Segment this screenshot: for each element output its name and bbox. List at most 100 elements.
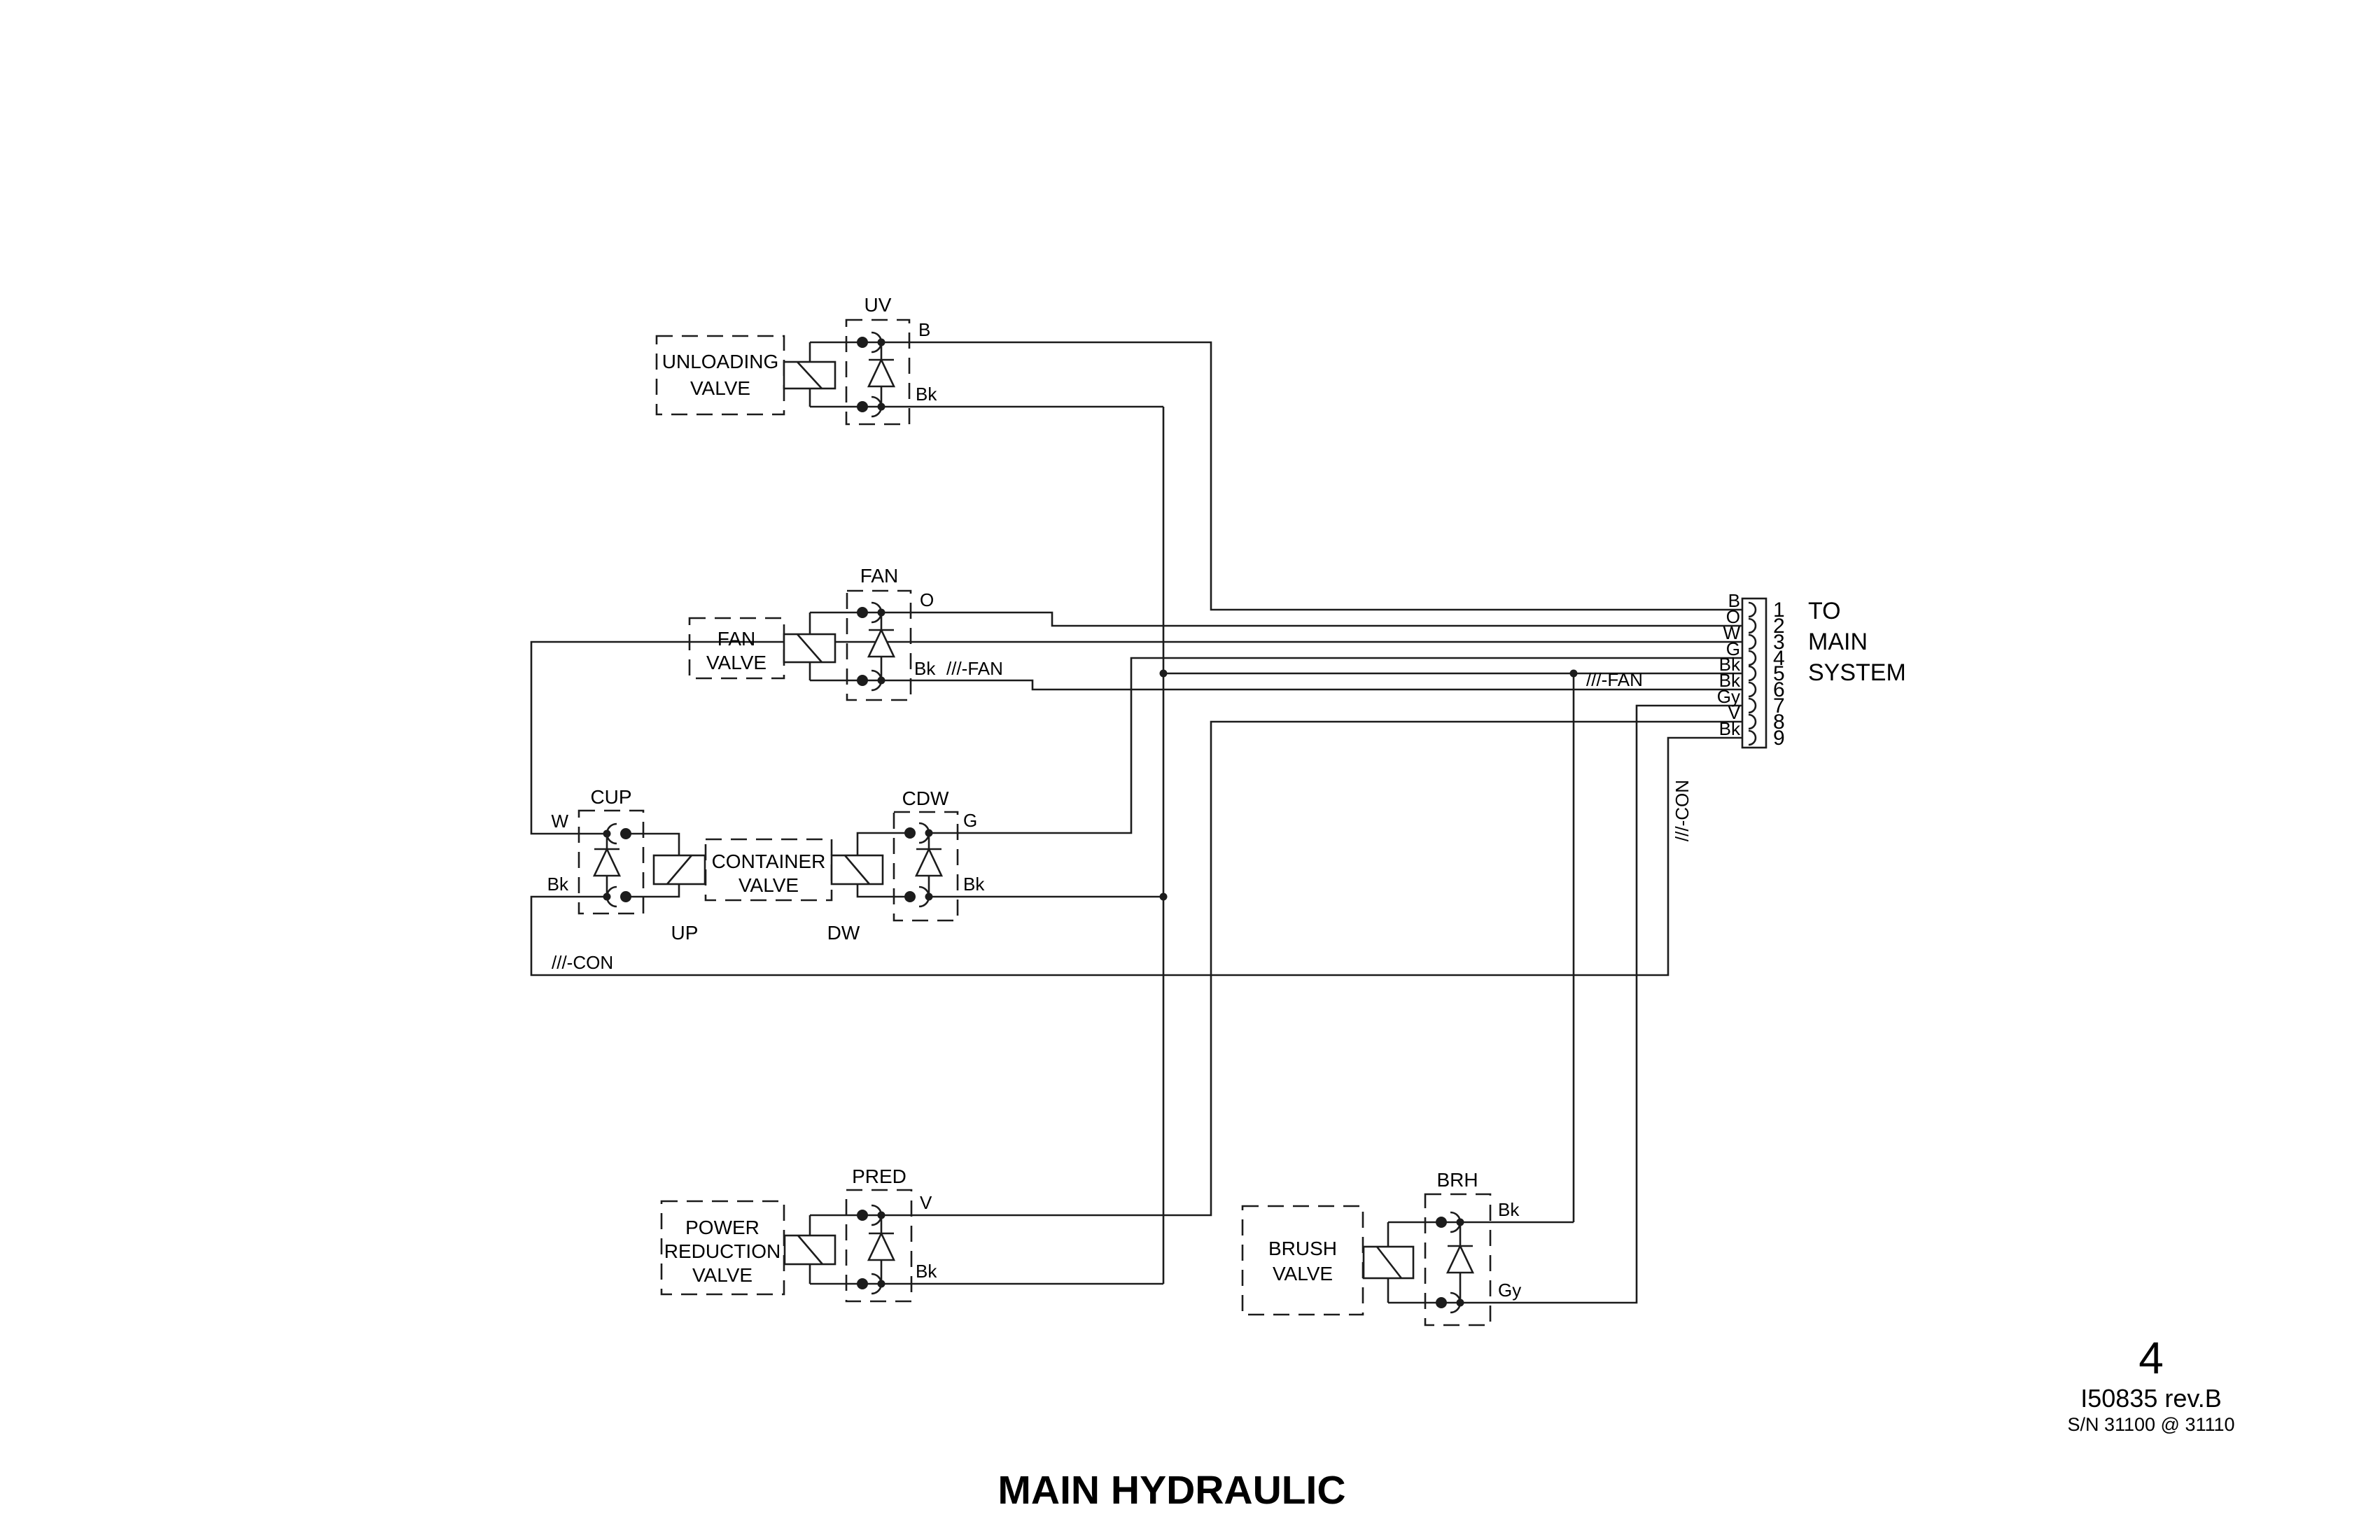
solenoid-diagonal [797,361,822,389]
socket-arc [1748,617,1757,634]
pin-5-number: 5 [1773,662,1785,685]
fan-wire-top-label: O [920,589,934,610]
diode-triangle [867,357,896,388]
pin-8-wire-label: V [1728,702,1741,723]
main-connector-socket-arcs [1748,601,1757,746]
fan-connector-box [846,589,912,701]
pin-6-number: 6 [1773,678,1785,701]
unloading-valve-assembly: UNLOADING VALVE UV B Bk [655,294,937,426]
brush-valve-name-line2: VALVE [1273,1263,1333,1284]
pin-2-wire-label: O [1726,606,1740,627]
destination-line1: TO [1808,598,1841,624]
pin-contact [857,401,868,412]
junction-dot [1456,1218,1464,1226]
diode-icon [867,338,896,411]
junction-dot [925,892,933,901]
fan-valve-name-line2: VALVE [706,652,766,673]
power-reduction-valve-assembly: POWER REDUCTION VALVE PRED V Bk [660,1166,937,1303]
wire-w-net [530,640,1743,835]
socket-arc [1748,650,1757,666]
pin-6-wire-label: Bk [1719,670,1741,691]
solenoid-symbol [783,612,836,680]
cup-connector-box [578,809,645,915]
solenoid-diagonal [666,855,692,885]
socket-arc [1748,729,1757,746]
revision-block: 4 I50835 rev.B S/N 31100 @ 31110 [2067,1333,2234,1435]
pin-7-wire-label: Gy [1717,686,1740,707]
power-reduction-valve-box [660,1200,785,1296]
fan-harness-label-connector: ///-FAN [1586,669,1643,690]
solenoid-diagonal [797,1235,823,1265]
pin-9-wire-label: Bk [1719,718,1741,739]
pin-9-number: 9 [1773,727,1785,750]
socket-arc [1748,681,1757,698]
pin-3-number: 3 [1773,631,1785,654]
socket-arc [1748,697,1757,714]
diode-triangle [867,1231,896,1261]
pin-1-number: 1 [1773,598,1785,622]
destination-line2: MAIN [1808,629,1868,655]
solenoid-symbol [830,854,884,886]
pin-4-number: 4 [1773,647,1785,670]
wire-nets [530,341,1743,1304]
junction-dot [1569,669,1578,678]
fan-valve-name-line1: FAN [718,628,755,650]
pred-wire-bottom-label: Bk [916,1261,937,1282]
unloading-valve-name-line2: VALVE [690,377,750,399]
serial-range: S/N 31100 @ 31110 [2067,1414,2234,1435]
cdw-wire-bottom-label: Bk [963,874,985,895]
junction-dot [925,829,933,837]
cdw-wire-top-label: G [963,810,977,831]
container-valve-name-line2: VALVE [738,874,799,896]
junction-dot [877,1280,886,1288]
pin-contact [857,607,868,618]
junction-dot [877,608,886,617]
container-valve-assembly: CUP W Bk UP CONTAINER VALVE [547,786,986,973]
power-reduction-name-line2: REDUCTION [664,1240,780,1262]
socket-arc [1748,634,1757,650]
connector-pin-icon [857,331,883,418]
brush-valve-name-line1: BRUSH [1268,1238,1337,1259]
cup-pin-wire-bottom [626,884,680,898]
solenoid-symbol [652,854,706,886]
solenoid-diagonal [797,634,822,663]
diode-triangle [592,846,622,877]
socket-arc [1748,713,1757,730]
solenoid-symbol [783,342,836,407]
diode-icon [867,608,896,685]
solenoid-symbol [1362,1222,1415,1303]
cdw-pin-wire-top [856,832,910,855]
wire-con-net [530,736,1743,976]
cup-pin-wire-top [626,832,680,855]
socket-arc [1748,665,1757,682]
dw-solenoid-label: DW [827,922,860,944]
page-title: MAIN HYDRAULIC [997,1468,1345,1513]
junction-dot [877,1211,886,1219]
junction-dot [603,830,611,838]
connector-pin-icon [857,601,883,692]
net-junction-dots [1159,669,1578,901]
wire-v-net [810,720,1743,1217]
cup-connector-ref: CUP [590,786,631,808]
up-solenoid-label: UP [671,922,699,944]
con-harness-label-vertical: ///-CON [1672,780,1693,841]
junction-dot [1159,669,1168,678]
pin-4-wire-label: G [1726,638,1740,659]
diode-icon [867,1211,896,1288]
fan-harness-label: ///-FAN [946,658,1003,679]
unloading-valve-box [655,335,785,416]
sheet-number: 4 [2138,1333,2164,1383]
diode-icon [592,830,622,901]
pin-contact [857,1278,868,1289]
cdw-pin-wire-bottom [856,884,910,898]
pin-contact [904,891,916,902]
cup-wire-top-label: W [551,811,568,832]
cup-wire-bottom-label: Bk [547,874,569,895]
junction-dot [877,676,886,685]
junction-dot [877,402,886,411]
pin-2-number: 2 [1773,615,1785,638]
pin-contact [857,1210,868,1221]
document-number: I50835 rev.B [2080,1384,2221,1413]
brh-connector-box [1424,1193,1492,1326]
junction-dot [1456,1298,1464,1307]
